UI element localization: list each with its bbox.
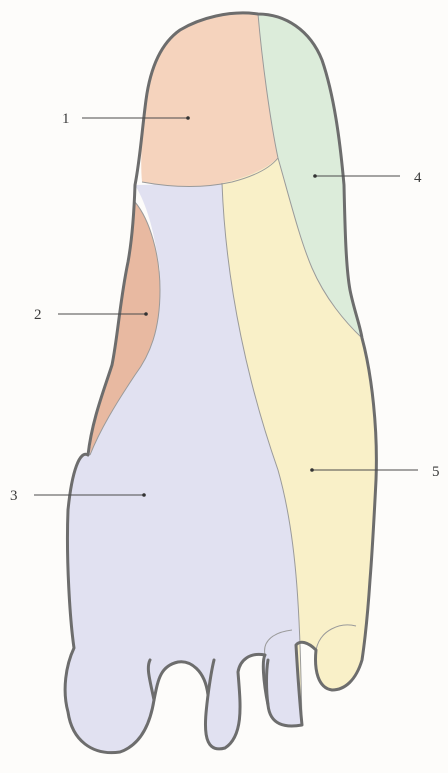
leader-dot-1 — [186, 116, 190, 120]
region-label-2: 2 — [34, 307, 42, 323]
leader-dot-2 — [144, 312, 148, 316]
region-label-1: 1 — [62, 111, 70, 127]
region-label-3: 3 — [10, 488, 18, 504]
leader-dot-4 — [313, 174, 317, 178]
region-label-5: 5 — [432, 464, 440, 480]
leader-dot-3 — [142, 493, 146, 497]
region-label-4: 4 — [414, 170, 422, 186]
region-1-shape — [141, 13, 278, 187]
leader-dot-5 — [310, 468, 314, 472]
